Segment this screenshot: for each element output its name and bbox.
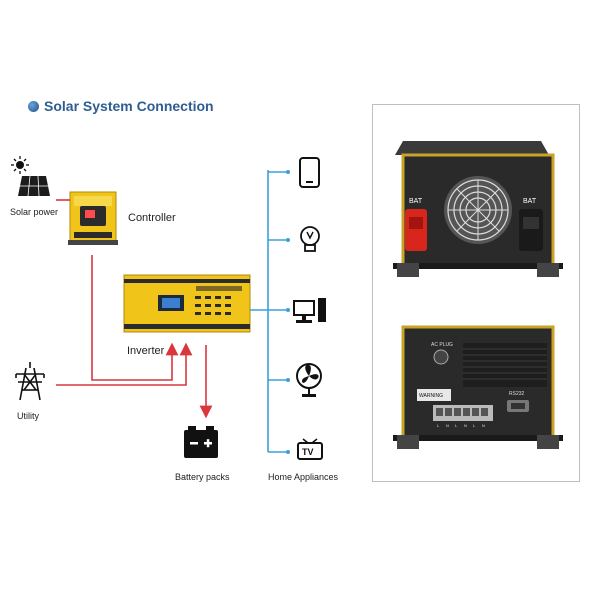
- ac-plug-label: AC PLUG: [431, 342, 453, 348]
- inverter-label: Inverter: [127, 345, 165, 357]
- terminal-label: L: [473, 423, 476, 428]
- inverter-back-views: BAT BAT AC PLUG WARNING: [393, 141, 563, 449]
- bulb-icon: [300, 226, 320, 252]
- tv-icon: TV: [297, 438, 323, 460]
- terminal-label: L: [455, 423, 458, 428]
- bat-left-label: BAT: [409, 198, 423, 205]
- battery-packs-label: Battery packs: [175, 472, 230, 482]
- computer-icon: [293, 298, 326, 323]
- controller-label: Controller: [128, 212, 176, 224]
- inverter-top-view: BAT BAT: [393, 141, 563, 277]
- utility-label: Utility: [17, 411, 39, 421]
- inverter-bottom-view: AC PLUG WARNING L N L N L N RS232: [393, 325, 563, 449]
- home-appliances-label: Home Appliances: [268, 472, 339, 482]
- solar-power-label: Solar power: [10, 207, 59, 217]
- bat-right-label: BAT: [523, 198, 537, 205]
- terminal-label: N: [464, 423, 467, 428]
- battery-icon: [184, 426, 218, 458]
- terminal-label: L: [437, 423, 440, 428]
- terminal-label: N: [482, 423, 485, 428]
- solar-panel-icon: [11, 156, 50, 197]
- globe-icon: [28, 100, 39, 112]
- controller-device: [68, 191, 118, 245]
- title-text: Solar System Connection: [44, 98, 214, 114]
- svg-text:TV: TV: [302, 447, 314, 457]
- fan-icon: [296, 363, 322, 397]
- page-title: Solar System Connection: [28, 98, 214, 114]
- warning-label: WARNING: [419, 393, 443, 399]
- port-label: RS232: [509, 391, 525, 397]
- inverter-device: [123, 274, 251, 333]
- utility-pylon-icon: [15, 362, 45, 401]
- product-photo-panel: BAT BAT AC PLUG WARNING: [372, 104, 580, 482]
- phone-icon: [299, 157, 320, 188]
- terminal-label: N: [446, 423, 449, 428]
